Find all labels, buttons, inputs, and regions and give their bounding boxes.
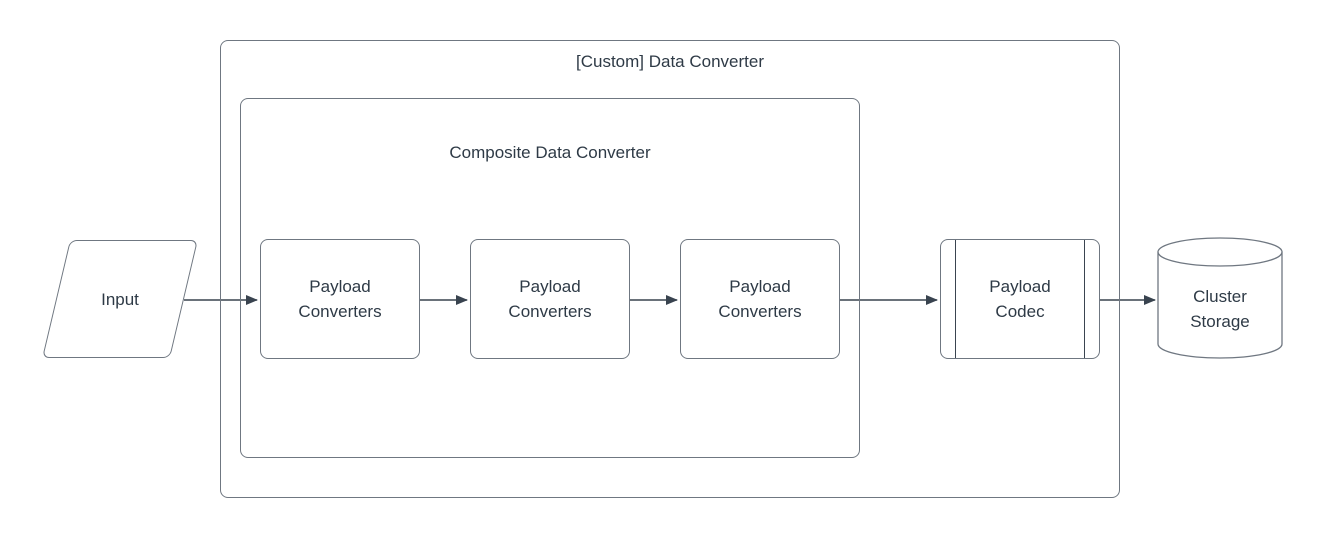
payload-converters-label-1: Payload Converters [298,277,382,321]
payload-codec-node: Payload Codec [940,239,1100,359]
input-label: Input [101,290,139,309]
cylinder-top-ellipse [1157,237,1283,267]
composite-data-converter-label: Composite Data Converter [449,143,651,162]
payload-converters-node-3: Payload Converters [680,239,840,359]
payload-converters-node-1: Payload Converters [260,239,420,359]
codec-right-bar [1084,240,1085,358]
payload-converters-label-3: Payload Converters [718,277,802,321]
payload-converters-label-2: Payload Converters [508,277,592,321]
codec-left-bar [955,240,956,358]
composite-data-converter-container [240,98,860,458]
payload-codec-label: Payload Codec [989,277,1051,321]
custom-data-converter-label: [Custom] Data Converter [575,52,764,71]
payload-converters-node-2: Payload Converters [470,239,630,359]
custom-data-converter-container [220,40,1120,498]
cluster-storage-label: Cluster Storage [1190,287,1250,331]
